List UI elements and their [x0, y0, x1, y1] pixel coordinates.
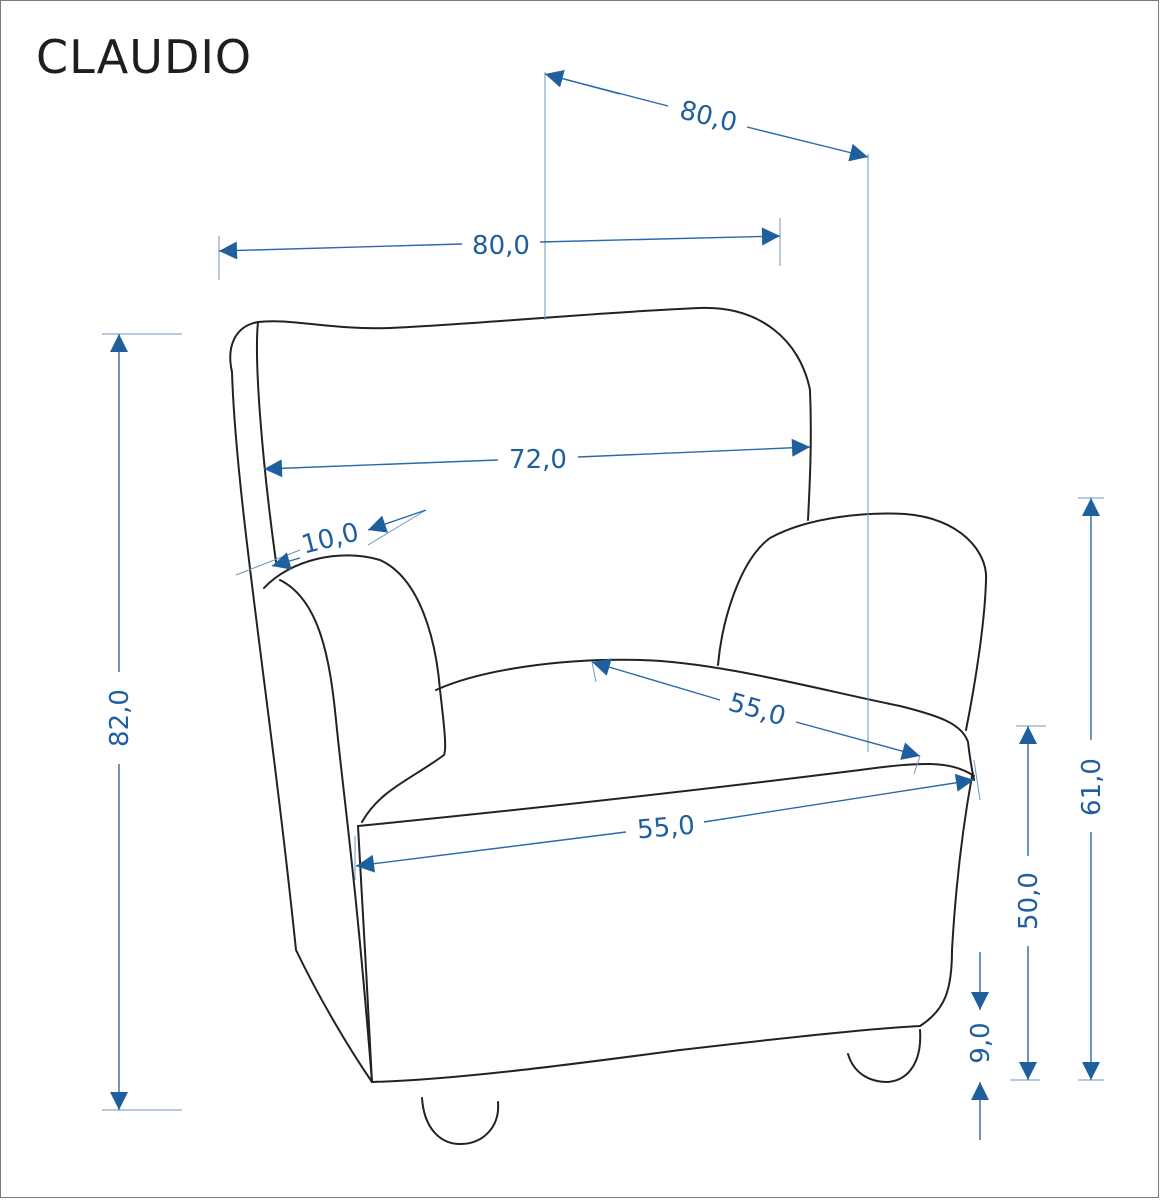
- chair-backrest: [229, 306, 812, 521]
- armchair-outline: [229, 306, 988, 1145]
- dimension-total-depth: 80,0: [544, 69, 869, 162]
- label-seat-height: 50,0: [1014, 872, 1044, 930]
- label-total-depth: 80,0: [677, 95, 740, 138]
- dimension-seat-depth: 55,0: [591, 658, 921, 775]
- chair-front-leg: [421, 1097, 500, 1145]
- chair-base-front: [357, 775, 973, 1083]
- dimension-leg-height: 9,0: [966, 952, 996, 1140]
- label-inner-width: 72,0: [509, 445, 567, 475]
- dimension-inner-width: 72,0: [263, 438, 811, 478]
- label-seat-depth: 55,0: [725, 688, 789, 733]
- label-armrest-height: 61,0: [1077, 758, 1107, 816]
- dimension-armrest-width: 10,0: [271, 509, 427, 570]
- chair-left-side: [231, 371, 373, 1083]
- label-total-height: 82,0: [105, 689, 135, 747]
- dimension-total-height: 82,0: [105, 334, 135, 1110]
- label-armrest-width: 10,0: [299, 517, 362, 560]
- dimension-seat-width: 55,0: [355, 773, 975, 873]
- dimension-armrest-height: 61,0: [1077, 498, 1107, 1080]
- dimension-total-width: 80,0: [218, 227, 781, 261]
- chair-seat-cushion: [435, 658, 975, 781]
- chair-left-armrest: [263, 554, 447, 823]
- label-total-width: 80,0: [472, 231, 530, 261]
- label-leg-height: 9,0: [966, 1022, 996, 1063]
- label-seat-width: 55,0: [636, 811, 696, 846]
- chair-left-armrest-front: [279, 579, 373, 1083]
- product-title: CLAUDIO: [36, 30, 253, 84]
- chair-back-leg: [847, 1029, 922, 1083]
- chair-seat-front-edge: [357, 762, 975, 827]
- chair-backrest-inner-edge: [255, 321, 277, 563]
- chair-right-armrest: [717, 512, 988, 731]
- dimension-seat-height: 50,0: [1014, 726, 1044, 1080]
